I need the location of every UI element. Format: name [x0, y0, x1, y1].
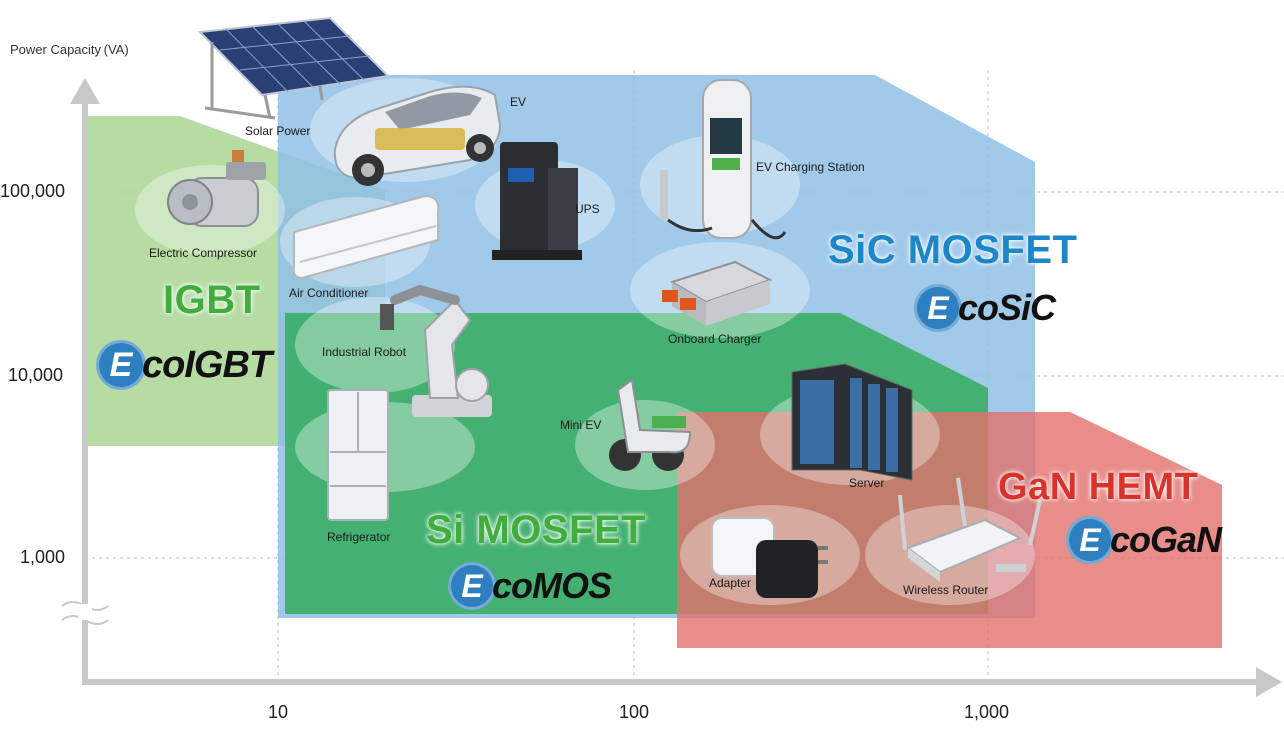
label-onboard-charger: Onboard Charger	[668, 332, 762, 346]
label-ups: UPS	[575, 202, 600, 216]
refrigerator-image	[327, 389, 389, 521]
ups-image	[492, 142, 582, 260]
onboard-charger-image	[662, 260, 773, 326]
ecosic-wordmark: coSiC	[958, 287, 1056, 328]
si-mosfet-title: Si MOSFET	[426, 508, 647, 552]
wireless-router-image	[898, 477, 1042, 582]
server-image	[791, 363, 913, 481]
x-tick-1000: 1,000	[964, 702, 1010, 722]
x-axis-arrow	[1256, 667, 1282, 697]
ecosic-logo: E coSiC	[914, 284, 1056, 332]
label-air-conditioner: Air Conditioner	[289, 286, 369, 300]
air-conditioner-image	[292, 194, 440, 280]
ecogan-wordmark: coGaN	[1110, 519, 1222, 560]
mini-ev-image	[609, 378, 692, 471]
ecosic-badge-icon: E	[914, 284, 962, 332]
ev-charging-station-image	[660, 79, 787, 240]
industrial-robot-image	[380, 284, 492, 417]
ecomos-badge-icon: E	[448, 562, 496, 610]
electric-compressor-image	[167, 150, 266, 227]
gan-hemt-title: GaN HEMT	[998, 466, 1199, 508]
label-wireless-router: Wireless Router	[903, 583, 989, 597]
label-ev-charging-station: EV Charging Station	[756, 160, 865, 174]
ecogan-badge-icon: E	[1066, 516, 1114, 564]
label-adapter: Adapter	[709, 576, 752, 590]
ev-image	[333, 85, 502, 186]
x-tick-100: 100	[619, 702, 650, 722]
label-ev: EV	[510, 95, 527, 109]
ecoigbt-wordmark: coIGBT	[142, 343, 272, 386]
y-tick-1000: 1,000	[20, 547, 66, 567]
adapter-image	[711, 517, 828, 598]
ecoigbt-badge-icon: E	[96, 340, 146, 390]
y-axis-arrow	[70, 78, 100, 104]
axes	[61, 78, 1282, 697]
label-refrigerator: Refrigerator	[327, 530, 391, 544]
label-mini-ev: Mini EV	[560, 418, 602, 432]
y-axis-title: Power Capacity (VA)	[10, 42, 129, 57]
solar-power-image	[197, 16, 391, 120]
label-electric-compressor: Electric Compressor	[149, 246, 258, 260]
axis-break-gap	[78, 604, 92, 620]
label-solar-power: Solar Power	[245, 124, 311, 138]
sic-mosfet-title: SiC MOSFET	[828, 228, 1078, 272]
label-server: Server	[849, 476, 885, 490]
ecogan-logo: E coGaN	[1066, 516, 1222, 564]
halo-industrial-robot	[295, 297, 455, 393]
ecoigbt-logo: E coIGBT	[96, 340, 272, 390]
y-tick-10000: 10,000	[8, 365, 64, 385]
ecomos-wordmark: coMOS	[492, 565, 612, 606]
igbt-title: IGBT	[163, 278, 261, 322]
ecomos-logo: E coMOS	[448, 562, 612, 610]
label-industrial-robot: Industrial Robot	[322, 345, 407, 359]
y-tick-100000: 100,000	[0, 181, 66, 201]
x-tick-10: 10	[268, 702, 289, 722]
